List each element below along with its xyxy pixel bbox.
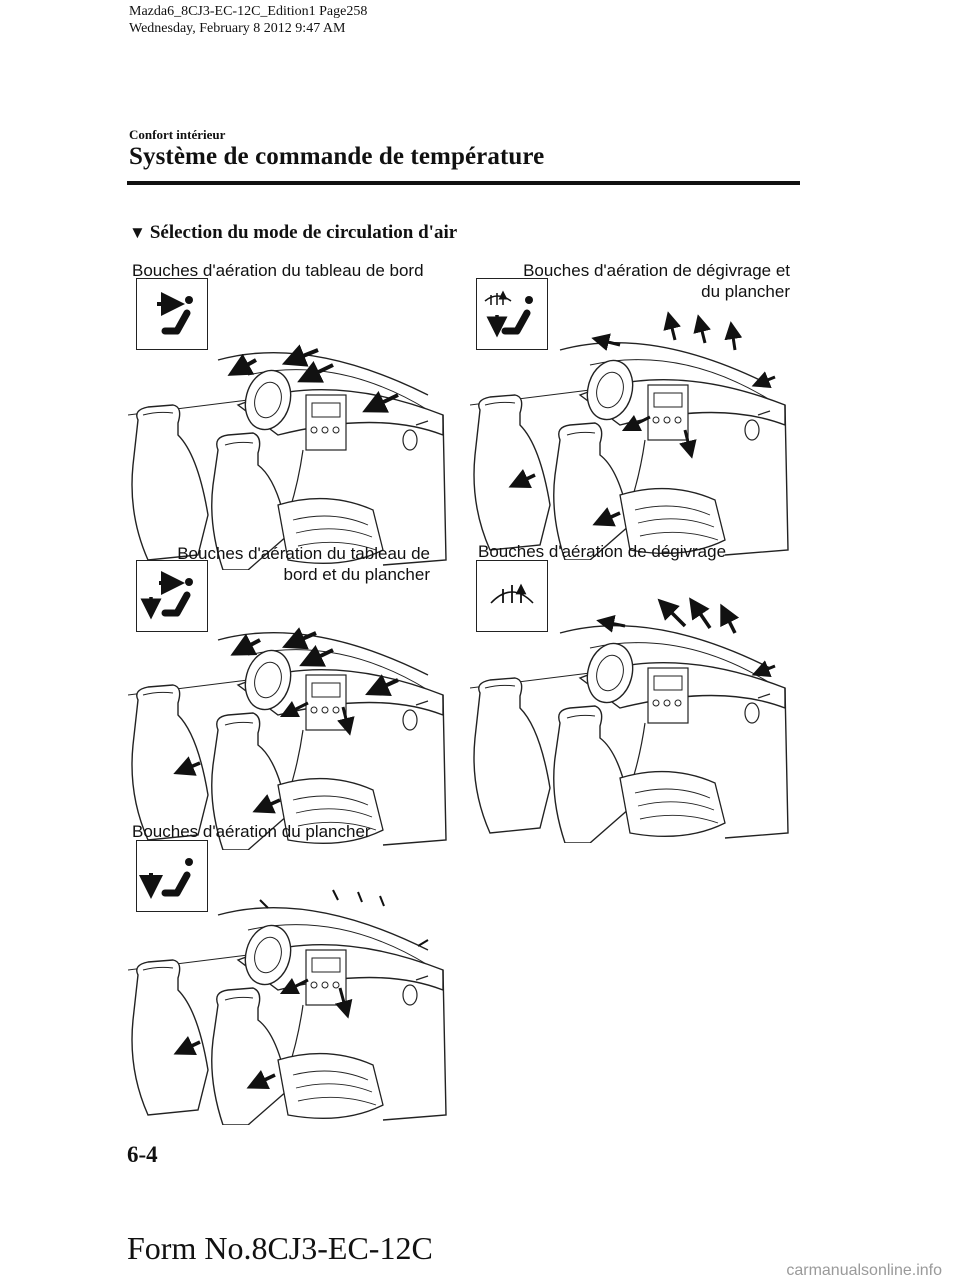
form-number: Form No.8CJ3-EC-12C xyxy=(127,1230,433,1266)
defrost-floor-icon xyxy=(476,278,548,350)
watermark: carmanualsonline.info xyxy=(786,1262,942,1279)
label-dash-floor-line2: bord et du plancher xyxy=(283,565,431,584)
header-info: Mazda6_8CJ3-EC-12C_Edition1 Page258 Wedn… xyxy=(129,3,367,37)
page-number: 6-4 xyxy=(127,1142,158,1167)
dash-floor-illustration xyxy=(128,627,447,850)
label-defrost-floor: Bouches d'aération de dégivrage et du pl… xyxy=(478,260,790,302)
label-dash-floor-line1: Bouches d'aération du tableau de xyxy=(177,544,430,563)
label-dash-vents: Bouches d'aération du tableau de bord xyxy=(132,261,424,280)
triangle-bullet-icon: ▼ xyxy=(129,223,146,242)
subheading: ▼Sélection du mode de circulation d'air xyxy=(129,222,457,244)
header-file-line: Mazda6_8CJ3-EC-12C_Edition1 Page258 xyxy=(129,4,368,19)
dash-vent-illustration xyxy=(128,344,447,570)
defrost-illustration xyxy=(470,597,789,843)
subheading-text: Sélection du mode de circulation d'air xyxy=(149,222,458,243)
label-defrost-floor-line1: Bouches d'aération de dégivrage et xyxy=(523,261,790,280)
page-title: Système de commande de température xyxy=(129,143,545,170)
defrost-icon xyxy=(476,560,548,632)
dash-floor-icon xyxy=(136,560,208,632)
section-label: Confort intérieur xyxy=(129,127,226,142)
label-defrost: Bouches d'aération de dégivrage xyxy=(478,542,727,561)
dash-vent-icon xyxy=(136,278,208,350)
label-defrost-floor-line2: du plancher xyxy=(701,282,790,301)
floor-vent-illustration xyxy=(128,889,447,1125)
header-date-line: Wednesday, February 8 2012 9:47 AM xyxy=(129,21,346,36)
floor-vent-icon xyxy=(136,840,208,912)
defrost-floor-illustration xyxy=(470,311,789,560)
label-floor: Bouches d'aération du plancher xyxy=(132,822,371,841)
label-dash-floor: Bouches d'aération du tableau de bord et… xyxy=(128,543,430,585)
title-rule xyxy=(127,181,800,185)
